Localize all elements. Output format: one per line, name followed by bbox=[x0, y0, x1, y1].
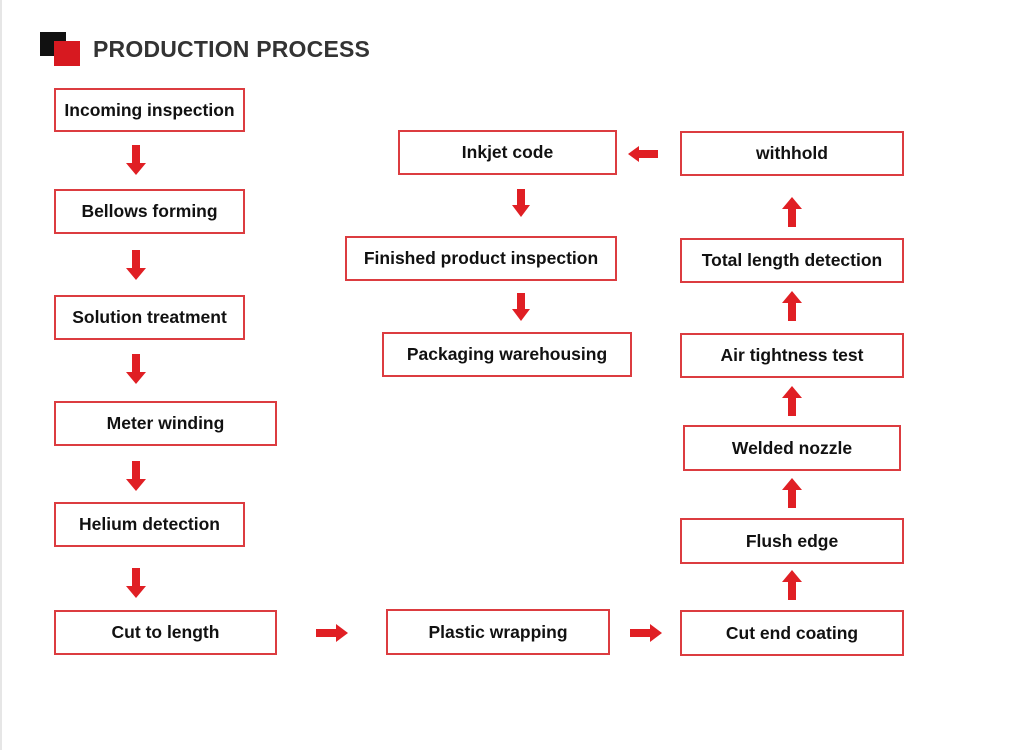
step-finished-product-inspection: Finished product inspection bbox=[345, 236, 617, 281]
step-helium-detection: Helium detection bbox=[54, 502, 245, 547]
arrow-up-icon bbox=[782, 291, 802, 321]
arrow-up-icon bbox=[782, 386, 802, 416]
step-welded-nozzle: Welded nozzle bbox=[683, 425, 901, 471]
step-cut-end-coating: Cut end coating bbox=[680, 610, 904, 656]
arrow-up-icon bbox=[782, 478, 802, 508]
step-incoming-inspection: Incoming inspection bbox=[54, 88, 245, 132]
step-withhold: withhold bbox=[680, 131, 904, 176]
step-flush-edge: Flush edge bbox=[680, 518, 904, 564]
step-cut-to-length: Cut to length bbox=[54, 610, 277, 655]
page-title: PRODUCTION PROCESS bbox=[93, 36, 371, 62]
step-meter-winding: Meter winding bbox=[54, 401, 277, 446]
arrow-right-icon bbox=[316, 624, 348, 642]
step-total-length-detection: Total length detection bbox=[680, 238, 904, 283]
step-solution-treatment: Solution treatment bbox=[54, 295, 245, 340]
arrow-right-icon bbox=[630, 624, 662, 642]
arrow-up-icon bbox=[782, 197, 802, 227]
arrow-down-icon bbox=[126, 250, 146, 280]
arrow-down-icon bbox=[126, 461, 146, 491]
arrow-down-icon bbox=[512, 293, 530, 321]
step-bellows-forming: Bellows forming bbox=[54, 189, 245, 234]
step-air-tightness-test: Air tightness test bbox=[680, 333, 904, 378]
arrow-down-icon bbox=[126, 145, 146, 175]
logo-red-square bbox=[54, 41, 80, 66]
step-plastic-wrapping: Plastic wrapping bbox=[386, 609, 610, 655]
arrow-up-icon bbox=[782, 570, 802, 600]
page-edge bbox=[0, 0, 2, 750]
arrow-down-icon bbox=[126, 354, 146, 384]
arrow-left-icon bbox=[628, 146, 658, 162]
step-packaging-warehousing: Packaging warehousing bbox=[382, 332, 632, 377]
arrow-down-icon bbox=[512, 189, 530, 217]
arrow-down-icon bbox=[126, 568, 146, 598]
step-inkjet-code: Inkjet code bbox=[398, 130, 617, 175]
